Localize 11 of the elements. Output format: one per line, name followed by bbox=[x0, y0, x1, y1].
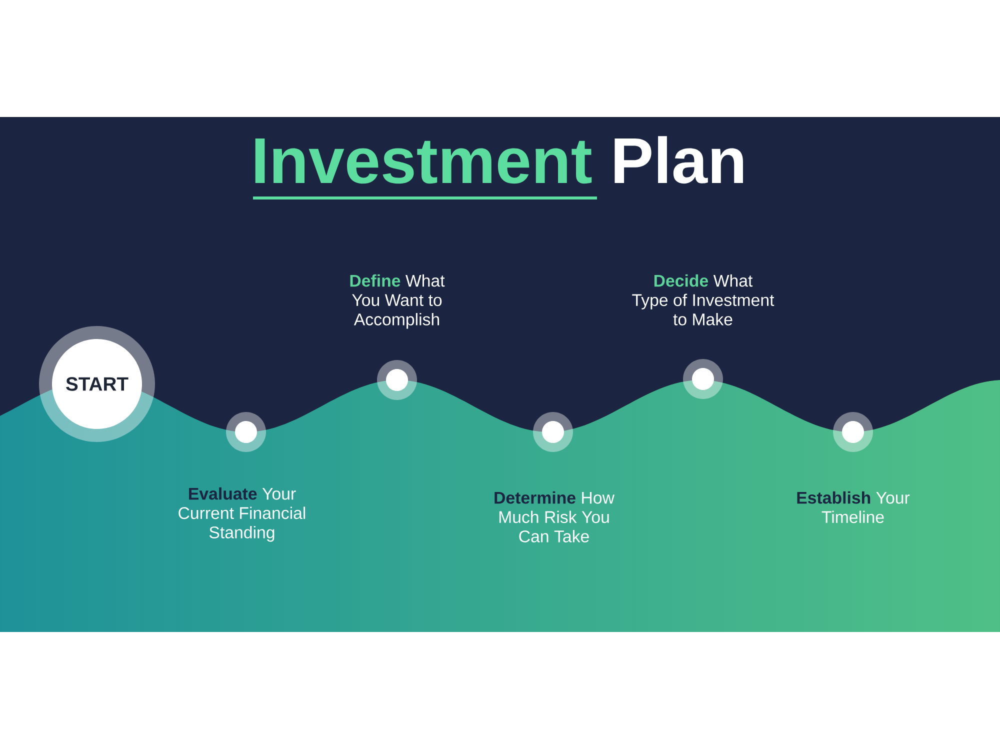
step-label: Determine How Much Risk You Can Take bbox=[494, 491, 614, 542]
title: Investment Plan bbox=[255, 136, 743, 184]
step-label: Evaluate Your Current Financial Standing bbox=[178, 487, 306, 542]
step-dot bbox=[377, 360, 417, 400]
step-label: Establish Your Timeline bbox=[797, 491, 910, 524]
step-label: Define What You Want to Accomplish bbox=[350, 274, 445, 329]
step-dot bbox=[833, 412, 873, 452]
step-dot bbox=[533, 412, 573, 452]
step-dot bbox=[226, 412, 266, 452]
step-label: Decide What Type of Investment to Make bbox=[632, 274, 774, 326]
step-dot bbox=[683, 359, 723, 399]
